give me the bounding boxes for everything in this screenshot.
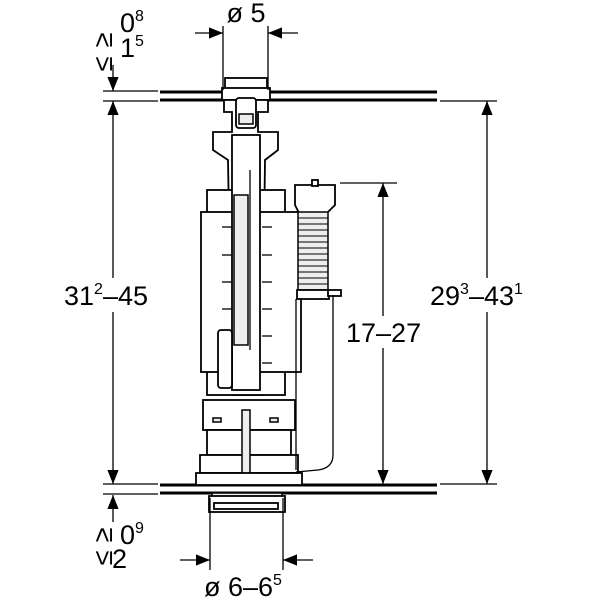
svg-text:293–431: 293–431 [430, 281, 523, 311]
dimension-top-diameter: ø 5 [195, 0, 298, 90]
max-symbol-bottom: ≤ [88, 551, 118, 566]
right-height-base: 29 [430, 281, 460, 311]
left-height-base: 31 [64, 281, 94, 311]
bottom-diameter-label: ø 6–6 [204, 572, 273, 600]
min-symbol: ≥ [88, 33, 118, 48]
svg-text:ø 6–65: ø 6–65 [204, 572, 282, 600]
overflow-pipe [294, 179, 342, 473]
right-height-max: –43 [469, 281, 514, 311]
left-height-max: –45 [103, 281, 148, 311]
max-sup: 5 [135, 33, 144, 50]
min-sup: 8 [135, 8, 144, 25]
float-scale [233, 194, 249, 346]
right-height-sup2: 1 [514, 281, 523, 298]
overflow-height-label: 17–27 [346, 318, 421, 348]
svg-text:15: 15 [120, 33, 144, 63]
svg-text:312–45: 312–45 [64, 281, 148, 311]
min-symbol-bottom: ≥ [88, 528, 118, 543]
flush-valve-body [195, 77, 303, 513]
max-value-bottom: 2 [112, 544, 127, 574]
dimension-bottom-clearance: ≥ ≤ 09 2 [88, 495, 144, 574]
dimension-bottom-diameter: ø 6–65 [180, 498, 313, 600]
svg-text:09: 09 [120, 520, 144, 550]
max-value: 1 [120, 33, 135, 63]
dimension-top-clearance: ≥ ≤ 08 15 [88, 8, 144, 91]
bottom-diameter-sup: 5 [273, 572, 282, 589]
left-height-sup: 2 [94, 281, 103, 298]
top-diameter-label: ø 5 [226, 0, 265, 28]
top-plate [103, 90, 497, 102]
dimension-overflow-height: 17–27 [340, 182, 431, 484]
svg-text:08: 08 [120, 8, 144, 38]
dimension-left-height: 312–45 [62, 101, 162, 484]
right-height-sup1: 3 [460, 281, 469, 298]
dimension-right-height: 293–431 [428, 101, 542, 484]
max-symbol: ≤ [88, 57, 118, 72]
min-sup-bottom: 9 [135, 520, 144, 537]
min-value: 0 [120, 8, 135, 38]
min-value-bottom: 0 [120, 520, 135, 550]
